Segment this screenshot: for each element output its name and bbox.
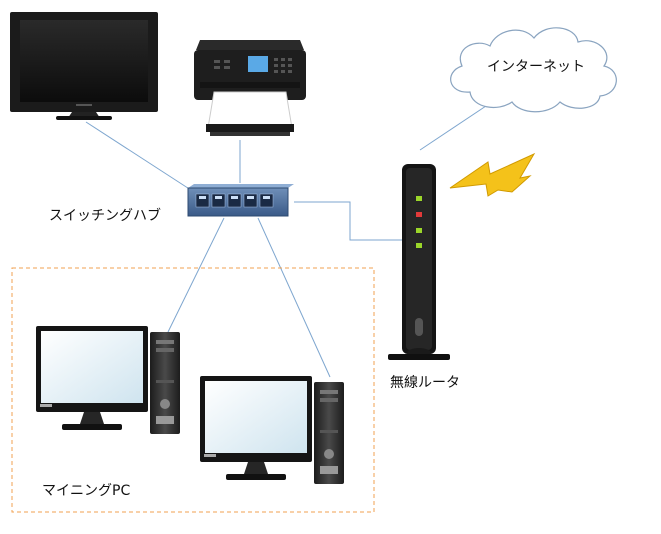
mining-pc-label: マイニングPC [42,483,131,499]
switch-hub-icon [187,184,294,217]
printer-icon [194,40,306,136]
mining-pc-group-border [11,267,375,513]
link-hub-router [294,201,410,241]
link-hub-pc2 [257,217,331,378]
switch-hub-label: スイッチングハブ [49,208,161,224]
tv-icon [10,12,158,120]
lightning-icon [449,152,536,197]
connection-lines [85,97,499,378]
router-icon [388,164,450,360]
link-tv-hub [85,121,195,193]
cloud-icon [450,27,617,113]
pc-icon [200,376,344,484]
link-hub-pc1 [167,217,225,333]
internet-label: インターネット [487,59,585,75]
wireless-router-label: 無線ルータ [390,375,460,391]
pc-icon [36,326,180,434]
